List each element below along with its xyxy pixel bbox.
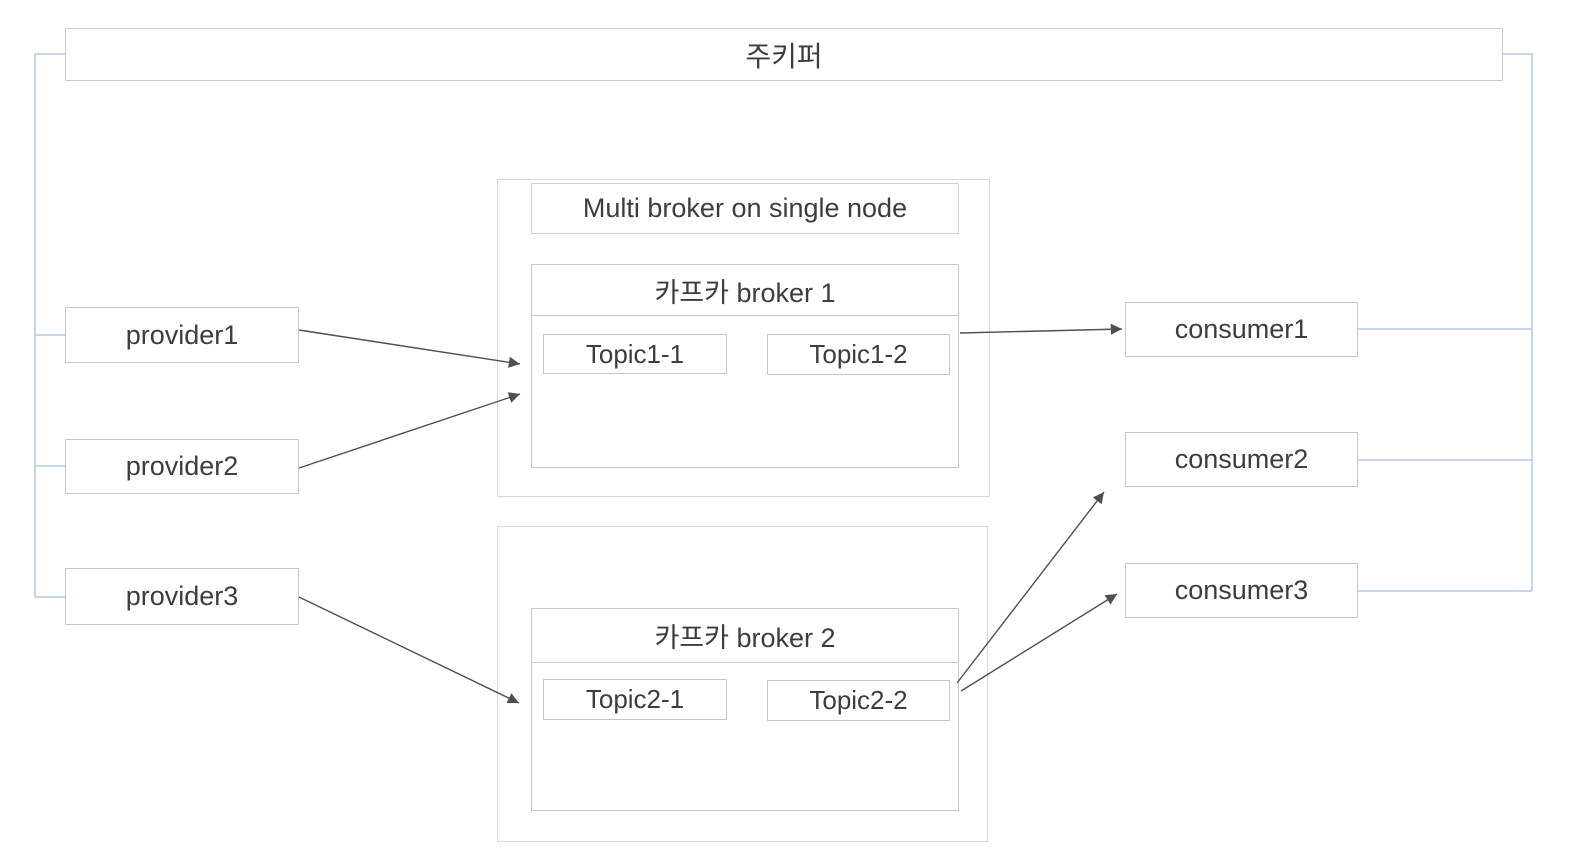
consumer2-label: consumer2: [1174, 444, 1309, 474]
topic1-2-box: Topic1-2: [767, 334, 950, 375]
zookeeper-providers-rail: [34, 53, 65, 598]
topic1-2-label: Topic1-2: [809, 339, 908, 369]
cluster-title-box: Multi broker on single node: [531, 183, 959, 234]
provider1-label: provider1: [125, 319, 239, 350]
kafka-broker2-title: 카프카 broker 2: [654, 623, 836, 653]
kafka-broker1-header: 카프카 broker 1: [532, 265, 958, 316]
topic2-2-box: Topic2-2: [767, 680, 950, 721]
provider3-label: provider3: [125, 581, 239, 611]
provider2-label: provider2: [125, 451, 239, 481]
topic2-1-box: Topic2-1: [543, 679, 727, 720]
topic1-1-box: Topic1-1: [543, 334, 727, 374]
provider2-box: provider2: [65, 439, 299, 494]
topic2-1-label: Topic2-1: [585, 684, 685, 714]
consumer3-label: consumer3: [1174, 575, 1309, 605]
topic1-1-label: Topic1-1: [585, 338, 685, 369]
multi-broker-container: Multi broker on single node 카프카 broker 1…: [497, 179, 990, 497]
provider3-box: provider3: [65, 568, 299, 625]
kafka-broker1-title: 카프카 broker 1: [654, 277, 836, 308]
edge-provider3-to-broker2: [298, 596, 520, 704]
topic2-2-label: Topic2-2: [809, 685, 908, 715]
consumer2-box: consumer2: [1125, 432, 1358, 487]
zookeeper-label: 주키퍼: [745, 40, 823, 72]
kafka-broker2-box: 카프카 broker 2 Topic2-1 Topic2-2: [531, 608, 959, 811]
edge-provider1-to-broker1: [298, 329, 521, 368]
edge-provider2-to-broker1: [298, 392, 521, 469]
kafka-broker2-header: 카프카 broker 2: [532, 609, 958, 663]
broker2-container: 카프카 broker 2 Topic2-1 Topic2-2: [497, 526, 988, 842]
consumer3-box: consumer3: [1125, 563, 1358, 618]
consumer1-label: consumer1: [1174, 314, 1309, 344]
kafka-broker1-box: 카프카 broker 1 Topic1-1 Topic1-2: [531, 264, 959, 468]
provider1-box: provider1: [65, 307, 299, 363]
cluster-title-label: Multi broker on single node: [582, 193, 908, 223]
consumer1-box: consumer1: [1125, 302, 1358, 357]
zookeeper-consumers-rail: [1358, 53, 1533, 592]
zookeeper-box: 주키퍼: [65, 28, 1503, 81]
